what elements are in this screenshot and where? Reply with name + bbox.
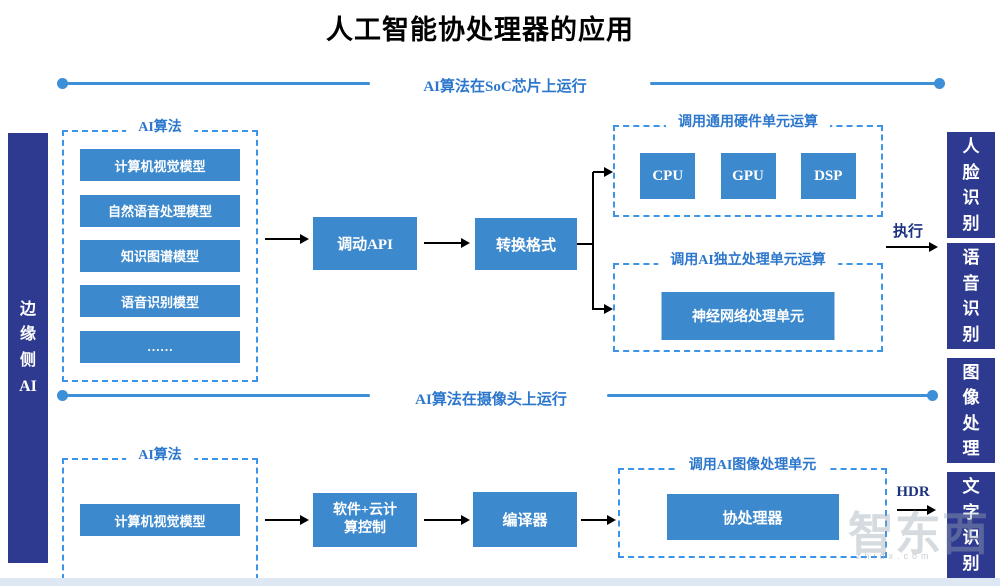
diagram-title: 人工智能协处理器的应用 xyxy=(326,15,634,45)
line-endpoint-dot xyxy=(927,390,938,401)
output-label: 语音识别 xyxy=(962,248,980,344)
camera-header-line-right xyxy=(607,390,938,401)
output-image-processing: 图像处理 xyxy=(947,358,995,463)
generic-hw-label: 调用通用硬件单元运算 xyxy=(666,114,830,132)
call-api-box: 调动API xyxy=(313,217,417,270)
watermark-logo: 智东西 xyxy=(848,509,989,560)
output-label: 文字识别 xyxy=(962,477,980,573)
convert-format-box: 转换格式 xyxy=(475,218,577,270)
edge-side-ai-bar: 边缘侧AI xyxy=(8,133,48,563)
camera-ai-algo-group: AI算法 计算机视觉模型 xyxy=(62,447,258,580)
soc-header-title: AI算法在SoC芯片上运行 xyxy=(423,79,587,95)
model-box-speech: 语音识别模型 xyxy=(80,285,240,318)
bottom-strip xyxy=(0,578,1000,586)
image-unit-group: 调用AI图像处理单元 协处理器 xyxy=(618,457,887,558)
dsp-box: DSP xyxy=(800,153,856,199)
exec-label: 执行 xyxy=(892,224,923,240)
soc-ai-algo-label: AI算法 xyxy=(126,119,194,137)
flow-arrow xyxy=(424,519,462,521)
model-box-cv: 计算机视觉模型 xyxy=(80,149,240,182)
npu-box: 神经网络处理单元 xyxy=(661,292,835,340)
ai-unit-label: 调用AI独立处理单元运算 xyxy=(658,252,838,270)
line-endpoint-dot xyxy=(57,390,68,401)
camera-header-title: AI算法在摄像头上运行 xyxy=(415,392,567,408)
output-speech-recognition: 语音识别 xyxy=(947,243,995,349)
output-label: 图像处理 xyxy=(962,362,980,459)
cpu-box: CPU xyxy=(640,153,696,199)
generic-hw-group: 调用通用硬件单元运算 CPU GPU DSP xyxy=(613,114,883,217)
branch-line-horizontal xyxy=(577,243,594,245)
gpu-box: GPU xyxy=(720,153,776,199)
watermark-domain: zhidx.com xyxy=(856,551,933,561)
line-endpoint-dot xyxy=(934,78,945,89)
soc-header-line-right xyxy=(650,78,945,89)
flow-arrow xyxy=(265,519,301,521)
model-box-knowledge-graph: 知识图谱模型 xyxy=(80,239,240,272)
line-endpoint-dot xyxy=(57,78,68,89)
camera-ai-algo-label: AI算法 xyxy=(126,447,194,465)
output-face-recognition: 人脸识别 xyxy=(947,132,995,238)
branch-arrow-bottom xyxy=(593,308,605,310)
edge-side-ai-label: 边缘侧AI xyxy=(19,300,37,395)
output-label: 人脸识别 xyxy=(962,137,980,233)
hdr-arrow xyxy=(897,509,928,511)
model-box-cv-camera: 计算机视觉模型 xyxy=(80,504,240,536)
soc-header-line-left xyxy=(57,78,370,89)
camera-header-line-left xyxy=(57,390,370,401)
soc-ai-algo-group: AI算法 计算机视觉模型 自然语音处理模型 知识图谱模型 语音识别模型 …… xyxy=(62,119,258,382)
software-cloud-box: 软件+云计算控制 xyxy=(313,493,417,547)
image-unit-label: 调用AI图像处理单元 xyxy=(676,457,829,475)
branch-arrow-top xyxy=(593,171,605,173)
hdr-label: HDR xyxy=(896,484,930,500)
flow-arrow xyxy=(581,519,608,521)
flow-arrow xyxy=(265,238,301,240)
compiler-box: 编译器 xyxy=(473,492,577,547)
flow-arrow xyxy=(424,242,462,244)
output-text-recognition: 文字识别 xyxy=(947,472,995,578)
coprocessor-box: 协处理器 xyxy=(666,494,839,540)
exec-arrow xyxy=(886,246,930,248)
model-box-nlp: 自然语音处理模型 xyxy=(80,194,240,227)
ai-unit-group: 调用AI独立处理单元运算 神经网络处理单元 xyxy=(613,252,883,352)
model-box-ellipsis: …… xyxy=(80,330,240,363)
branch-line-vertical xyxy=(592,172,594,310)
